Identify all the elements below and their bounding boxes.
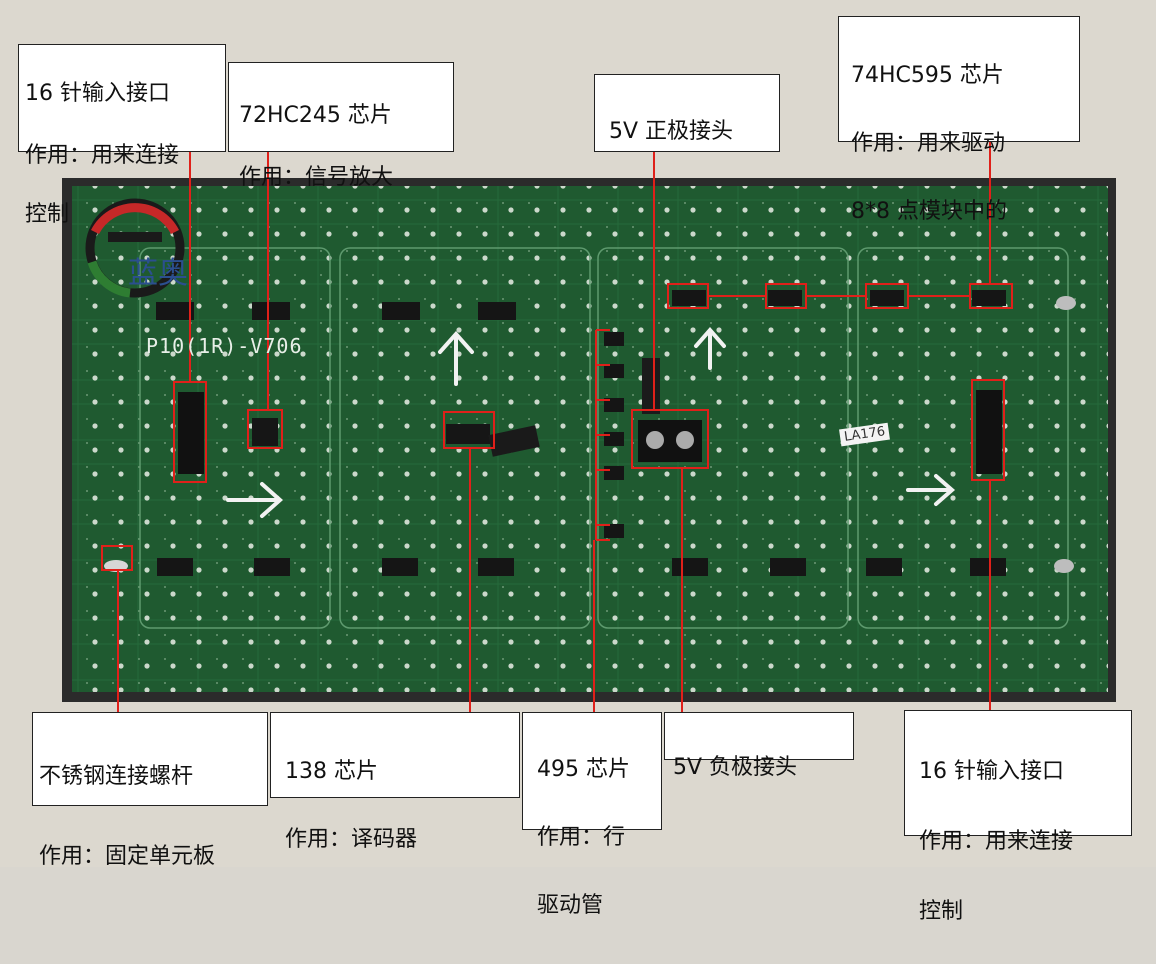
callout-text: 作用：用来连接	[919, 829, 1074, 854]
jumper-cable	[488, 425, 540, 457]
callout-text: 作用：用来驱动	[851, 131, 1006, 156]
logo-text: 蓝奥	[128, 256, 188, 291]
screw-rod	[1056, 296, 1076, 310]
chip-245	[252, 418, 278, 446]
callout-text: 驱动管	[537, 893, 604, 918]
callout-text: 8*8 点模块中的	[851, 199, 1007, 224]
ic-chips-bottom	[157, 558, 1006, 576]
screw-rod	[1054, 559, 1074, 573]
callout-title: 5V 正极接头	[609, 119, 734, 144]
section-outline	[139, 247, 331, 629]
callout-title: 16 针输入接口	[25, 81, 170, 106]
ic-chips-top	[156, 290, 1006, 320]
callout-5v-positive: 5V 正极接头	[594, 74, 780, 152]
connector-left	[178, 392, 204, 474]
callout-text: 作用：信号放大	[239, 165, 394, 190]
logo-icon	[85, 198, 185, 298]
callout-text: 控制	[919, 899, 964, 924]
callout-text: 作用：行	[537, 825, 626, 850]
callout-title: 138 芯片	[285, 759, 378, 784]
callout-16pin-input-left: 16 针输入接口 作用：用来连接 控制	[18, 44, 226, 227]
callout-title: 16 针输入接口	[919, 759, 1064, 784]
callout-title: 72HC245 芯片	[239, 103, 392, 128]
callout-text: 作用：用来连接	[25, 143, 180, 168]
callout-chip-595: 74HC595 芯片 作用：用来驱动 8*8 点模块中的	[838, 16, 1080, 224]
board-model-label: P10(1R)-V706	[146, 334, 303, 358]
callout-chip-138: 138 芯片 作用：译码器	[270, 712, 520, 852]
callout-title: 5V 负极接头	[673, 755, 798, 780]
power-terminal	[638, 358, 702, 462]
callout-text: 作用：译码器	[285, 827, 418, 852]
callout-chip-495: 495 芯片 作用：行 驱动管	[522, 712, 662, 918]
callout-16pin-input-right: 16 针输入接口 作用：用来连接 控制	[904, 710, 1132, 924]
callout-screw-rod: 不锈钢连接螺杆 作用：固定单元板	[32, 712, 268, 869]
arrow-icon	[226, 326, 956, 518]
callout-title: 74HC595 芯片	[851, 63, 1004, 88]
callout-5v-negative: 5V 负极接头	[664, 712, 854, 780]
callout-chip-245: 72HC245 芯片 作用：信号放大	[228, 62, 454, 190]
callout-text: 控制	[25, 202, 70, 227]
callout-title: 不锈钢连接螺杆	[39, 764, 194, 789]
diagram-stage: 蓝奥 P10(1R)-V706 LA176 16 针输入接口 作用：用来连接 控…	[18, 16, 1132, 924]
chip-138	[446, 424, 490, 444]
leader-lines	[117, 140, 991, 712]
section-outline	[339, 247, 591, 629]
callout-title: 495 芯片	[537, 757, 630, 782]
connector-right	[976, 390, 1002, 474]
callout-text: 作用：固定单元板	[39, 844, 216, 869]
led-board-photo	[62, 140, 1116, 712]
